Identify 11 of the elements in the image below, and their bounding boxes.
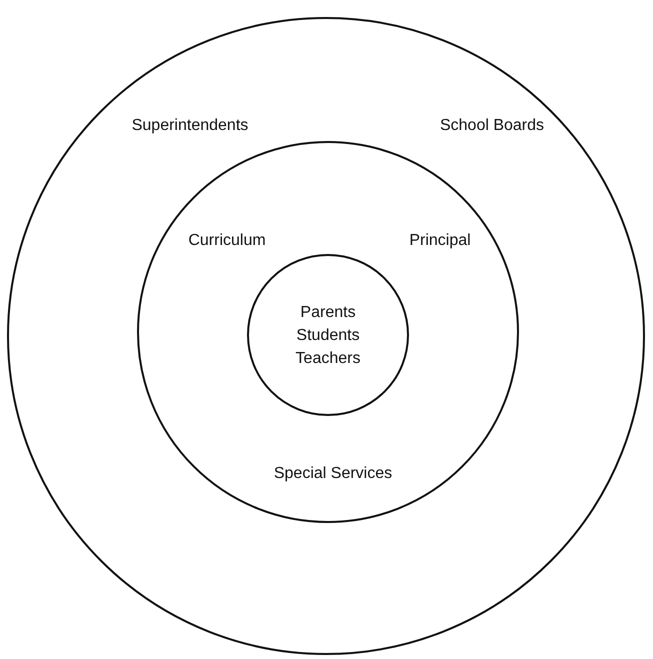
- circle-label: Students: [296, 327, 360, 345]
- circle-label: Curriculum: [188, 232, 266, 250]
- circle: [137, 141, 519, 523]
- circle-label: Special Services: [274, 465, 392, 483]
- circle: [247, 254, 409, 416]
- circle-label: Superintendents: [132, 117, 248, 135]
- circle-label: Principal: [409, 232, 471, 250]
- circle-label: Teachers: [296, 350, 360, 368]
- circle-label: Parents: [300, 304, 356, 322]
- circle: [7, 17, 645, 655]
- circle-label: School Boards: [440, 117, 544, 135]
